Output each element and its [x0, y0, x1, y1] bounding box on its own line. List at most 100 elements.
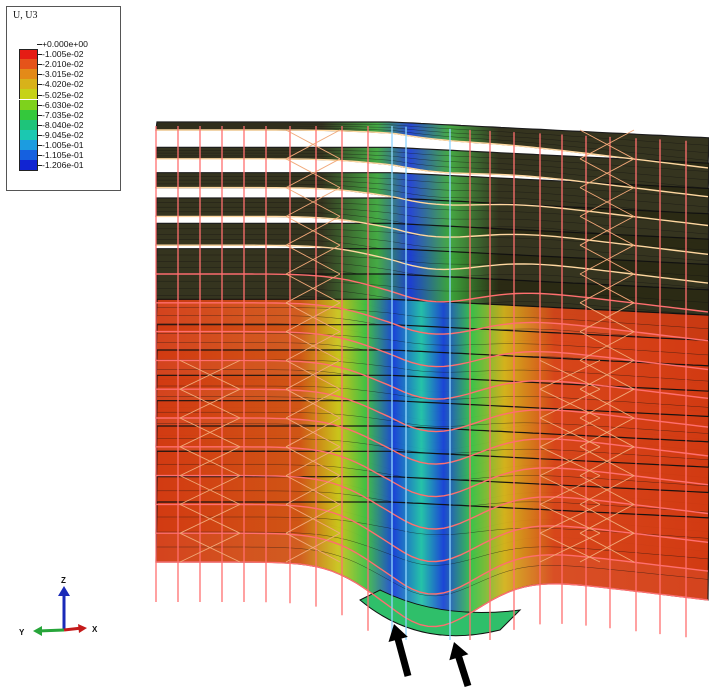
legend-swatch-bottom-border: [19, 170, 38, 171]
legend-entry: -5.025e-02: [17, 90, 117, 110]
legend-swatch: [19, 129, 38, 140]
slab-layer: [155, 121, 709, 637]
floor-beam: [156, 244, 709, 284]
bracing-member: [579, 331, 635, 361]
legend-swatch: [19, 49, 38, 59]
legend-entry: +0.000e+00: [17, 39, 117, 59]
bracing-member: [285, 331, 341, 361]
bracing-member: [579, 187, 635, 217]
bracing-member: [285, 129, 341, 160]
legend-entry: -1.005e-02: [17, 49, 117, 70]
slab-mesh-line: [156, 516, 709, 539]
bracing-member: [285, 244, 341, 275]
floor-beam: [156, 474, 709, 530]
legend-label: -5.025e-02: [42, 89, 84, 100]
slab-mesh-line: [156, 234, 709, 262]
bracing-member: [179, 417, 241, 448]
legend-swatch: [19, 119, 38, 130]
legend-swatch: [19, 109, 38, 120]
bracing-member: [539, 359, 601, 390]
bracing-member: [539, 446, 601, 477]
legend-tick: [37, 74, 42, 76]
frame-layer: [155, 126, 709, 640]
arrow-head: [388, 624, 408, 643]
bracing-member: [579, 302, 635, 332]
slab-mesh-line: [156, 254, 709, 277]
slab-mesh-line: [156, 125, 709, 154]
legend-swatch: [19, 139, 38, 150]
legend-label: +0.000e+00: [42, 39, 88, 49]
floor-beam: [156, 129, 709, 169]
floor-beam: [156, 359, 709, 400]
legend-label: -1.005e-01: [42, 140, 84, 150]
legend-label: -1.206e-01: [42, 160, 84, 171]
legend-label: -2.010e-02: [42, 59, 84, 70]
legend-entry: -1.105e-01: [17, 150, 117, 171]
legend-swatch: [19, 59, 38, 70]
legend-entry: -4.020e-02: [17, 79, 117, 100]
bracing-member: [285, 216, 341, 246]
slab-mesh-line: [156, 179, 709, 208]
bracing-member: [285, 532, 341, 563]
slab-mesh-line: [156, 149, 709, 172]
bracing-member: [579, 158, 635, 188]
legend-tick: [37, 145, 42, 146]
legend-label: -1.005e-02: [42, 49, 84, 60]
floor-beam: [156, 186, 709, 227]
legend-tick: [37, 124, 42, 126]
slab-mesh-line: [156, 127, 709, 161]
floor-beam: [156, 302, 709, 342]
slab-mesh-line: [156, 155, 709, 189]
floor-beam: [156, 388, 709, 433]
bracing-member: [179, 446, 241, 477]
legend-tick: [37, 134, 42, 136]
floor-beam: [156, 561, 709, 628]
legend-label: -6.030e-02: [42, 99, 84, 110]
legend-label: -8.040e-02: [42, 119, 84, 130]
slab-mesh-line: [156, 531, 709, 566]
bracing-member: [539, 475, 601, 505]
legend-title: U, U3: [13, 10, 38, 21]
removed-column-arrow-1: [388, 624, 412, 677]
bracing-member: [285, 360, 341, 390]
bracing-member: [179, 503, 241, 534]
legend-entry: -2.010e-02: [17, 59, 117, 80]
legend-entry: -7.035e-02: [17, 110, 117, 130]
legend-entry: -1.206e-01: [17, 160, 117, 176]
slab-mesh-line: [156, 546, 709, 597]
legend-entry: -1.005e-01: [17, 140, 117, 160]
floor-beam: [156, 417, 709, 465]
bracing-member: [579, 244, 635, 275]
legend-entry: -9.045e-02: [17, 130, 117, 150]
legend-entry: -6.030e-02: [17, 100, 117, 120]
bracing-member: [539, 503, 601, 534]
legend-swatch: [19, 150, 38, 160]
legend-label: -4.020e-02: [42, 79, 84, 90]
bracing-member: [179, 475, 241, 505]
legend-tick: [37, 104, 42, 106]
legend-tick: [37, 54, 42, 56]
floor-beam: [156, 215, 709, 255]
bracing-member: [579, 273, 635, 304]
bracing-member: [285, 187, 341, 217]
slab-mesh-line: [156, 202, 709, 225]
legend-swatch: [19, 160, 38, 171]
bracing-member: [285, 504, 341, 534]
slab-mesh-line: [156, 176, 709, 198]
bracing-member: [539, 388, 601, 419]
legend-tick: [37, 94, 42, 96]
bracing-member: [179, 359, 241, 390]
legend-swatch: [19, 89, 38, 100]
legend-entry: -8.040e-02: [17, 120, 117, 140]
legend-swatch: [19, 79, 38, 90]
slab-mesh-line: [156, 280, 709, 303]
legend-tick: [37, 84, 42, 86]
bracing-member: [285, 388, 341, 419]
bracing-member: [539, 417, 601, 448]
legend-swatch-top-border: [19, 49, 38, 50]
legend-swatch: [19, 99, 38, 110]
floor-beam: [156, 273, 709, 313]
arrow-shaft: [394, 636, 412, 677]
legend-swatch: [19, 69, 38, 80]
